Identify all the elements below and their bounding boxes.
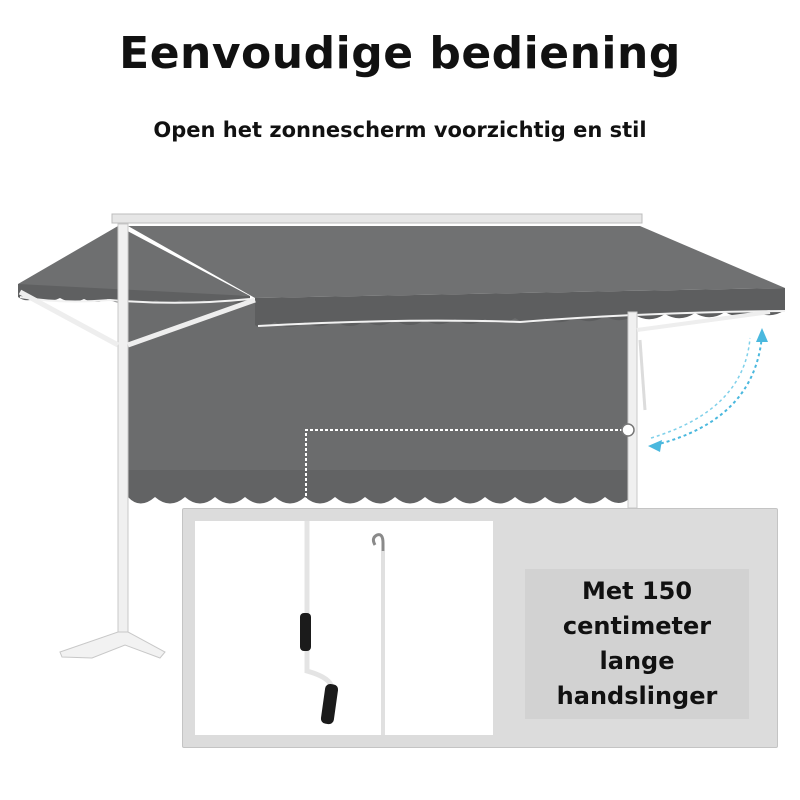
left-valance-edge — [19, 296, 251, 304]
left-awning-panel — [18, 226, 250, 296]
callout-dot-icon — [621, 423, 635, 437]
crank-rod — [638, 339, 647, 411]
left-post — [117, 223, 129, 645]
cross-base — [59, 631, 166, 659]
main-awning-panel — [128, 226, 785, 298]
crank-upper-grip — [300, 613, 311, 651]
left-awning-valance — [18, 284, 250, 303]
curtain-valance — [128, 470, 633, 504]
left-support-arm — [127, 297, 256, 348]
callout-line-3: handslinger — [556, 681, 718, 710]
crank-handle-drawing — [300, 521, 385, 735]
left-support-arm-2 — [18, 289, 120, 348]
callout-leader — [305, 429, 628, 510]
crank-hook-icon — [371, 533, 385, 551]
main-valance-edge — [257, 310, 786, 327]
side-curtain — [128, 300, 633, 480]
roller-bar — [111, 213, 643, 224]
page-title: Eenvoudige bediening — [119, 28, 681, 79]
crank-handle-inset: Met 150 centimeter lange handslinger — [182, 508, 778, 748]
right-post — [627, 311, 638, 509]
callout-text-box: Met 150 centimeter lange handslinger — [525, 569, 749, 719]
crank-lower-grip — [320, 684, 339, 725]
right-support-arm — [636, 310, 771, 332]
callout-line-1: Met 150 — [581, 577, 693, 606]
crank-handle-photo — [195, 521, 493, 735]
callout-line-2: centimeter lange — [562, 612, 712, 675]
main-awning-valance — [255, 288, 785, 327]
curved-double-arrow-icon — [648, 328, 768, 452]
page-subtitle: Open het zonnescherm voorzichtig en stil — [153, 118, 647, 142]
